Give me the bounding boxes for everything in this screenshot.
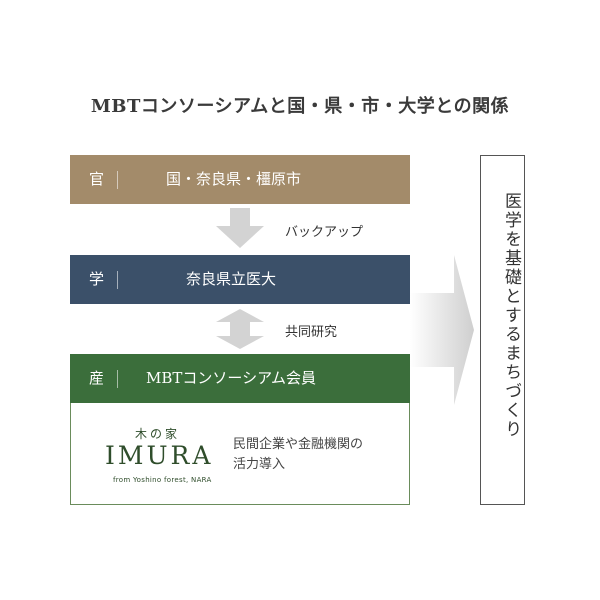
academia-tag: 学 (89, 270, 105, 288)
separator (117, 171, 118, 189)
member-box: 木の家 IMURA from Yoshino forest, NARA 民間企業… (70, 403, 410, 505)
academia-band: 学 奈良県立医大 (70, 255, 410, 304)
member-description-line: 活力導入 (233, 457, 286, 472)
government-band: 官 国・奈良県・橿原市 (70, 155, 410, 204)
goal-text: 医学を基礎とするまちづくり (501, 192, 521, 439)
government-tag: 官 (89, 170, 105, 188)
joint-research-arrow-icon (216, 309, 264, 349)
industry-label: MBTコンソーシアム会員 (146, 369, 317, 387)
industry-band: 産 MBTコンソーシアム会員 (70, 354, 410, 403)
logo-tagline: from Yoshino forest, NARA (113, 476, 212, 484)
right-arrow-icon (410, 255, 474, 405)
goal-box: 医学を基礎とするまちづくり (480, 155, 525, 505)
backup-label: バックアップ (285, 225, 364, 240)
separator (117, 271, 118, 289)
academia-label: 奈良県立医大 (186, 270, 277, 288)
separator (117, 370, 118, 388)
government-label: 国・奈良県・橿原市 (166, 170, 302, 188)
joint-research-label: 共同研究 (285, 325, 338, 340)
member-description-line: 民間企業や金融機関の (233, 437, 364, 452)
diagram-title: MBTコンソーシアムと国・県・市・大学との関係 (90, 96, 510, 117)
member-description: 民間企業や金融機関の 活力導入 (233, 435, 363, 475)
backup-arrow-icon (216, 208, 264, 248)
logo-subtitle: 木の家 (135, 427, 181, 441)
imura-logo: IMURA (105, 441, 214, 470)
industry-tag: 産 (89, 369, 105, 387)
